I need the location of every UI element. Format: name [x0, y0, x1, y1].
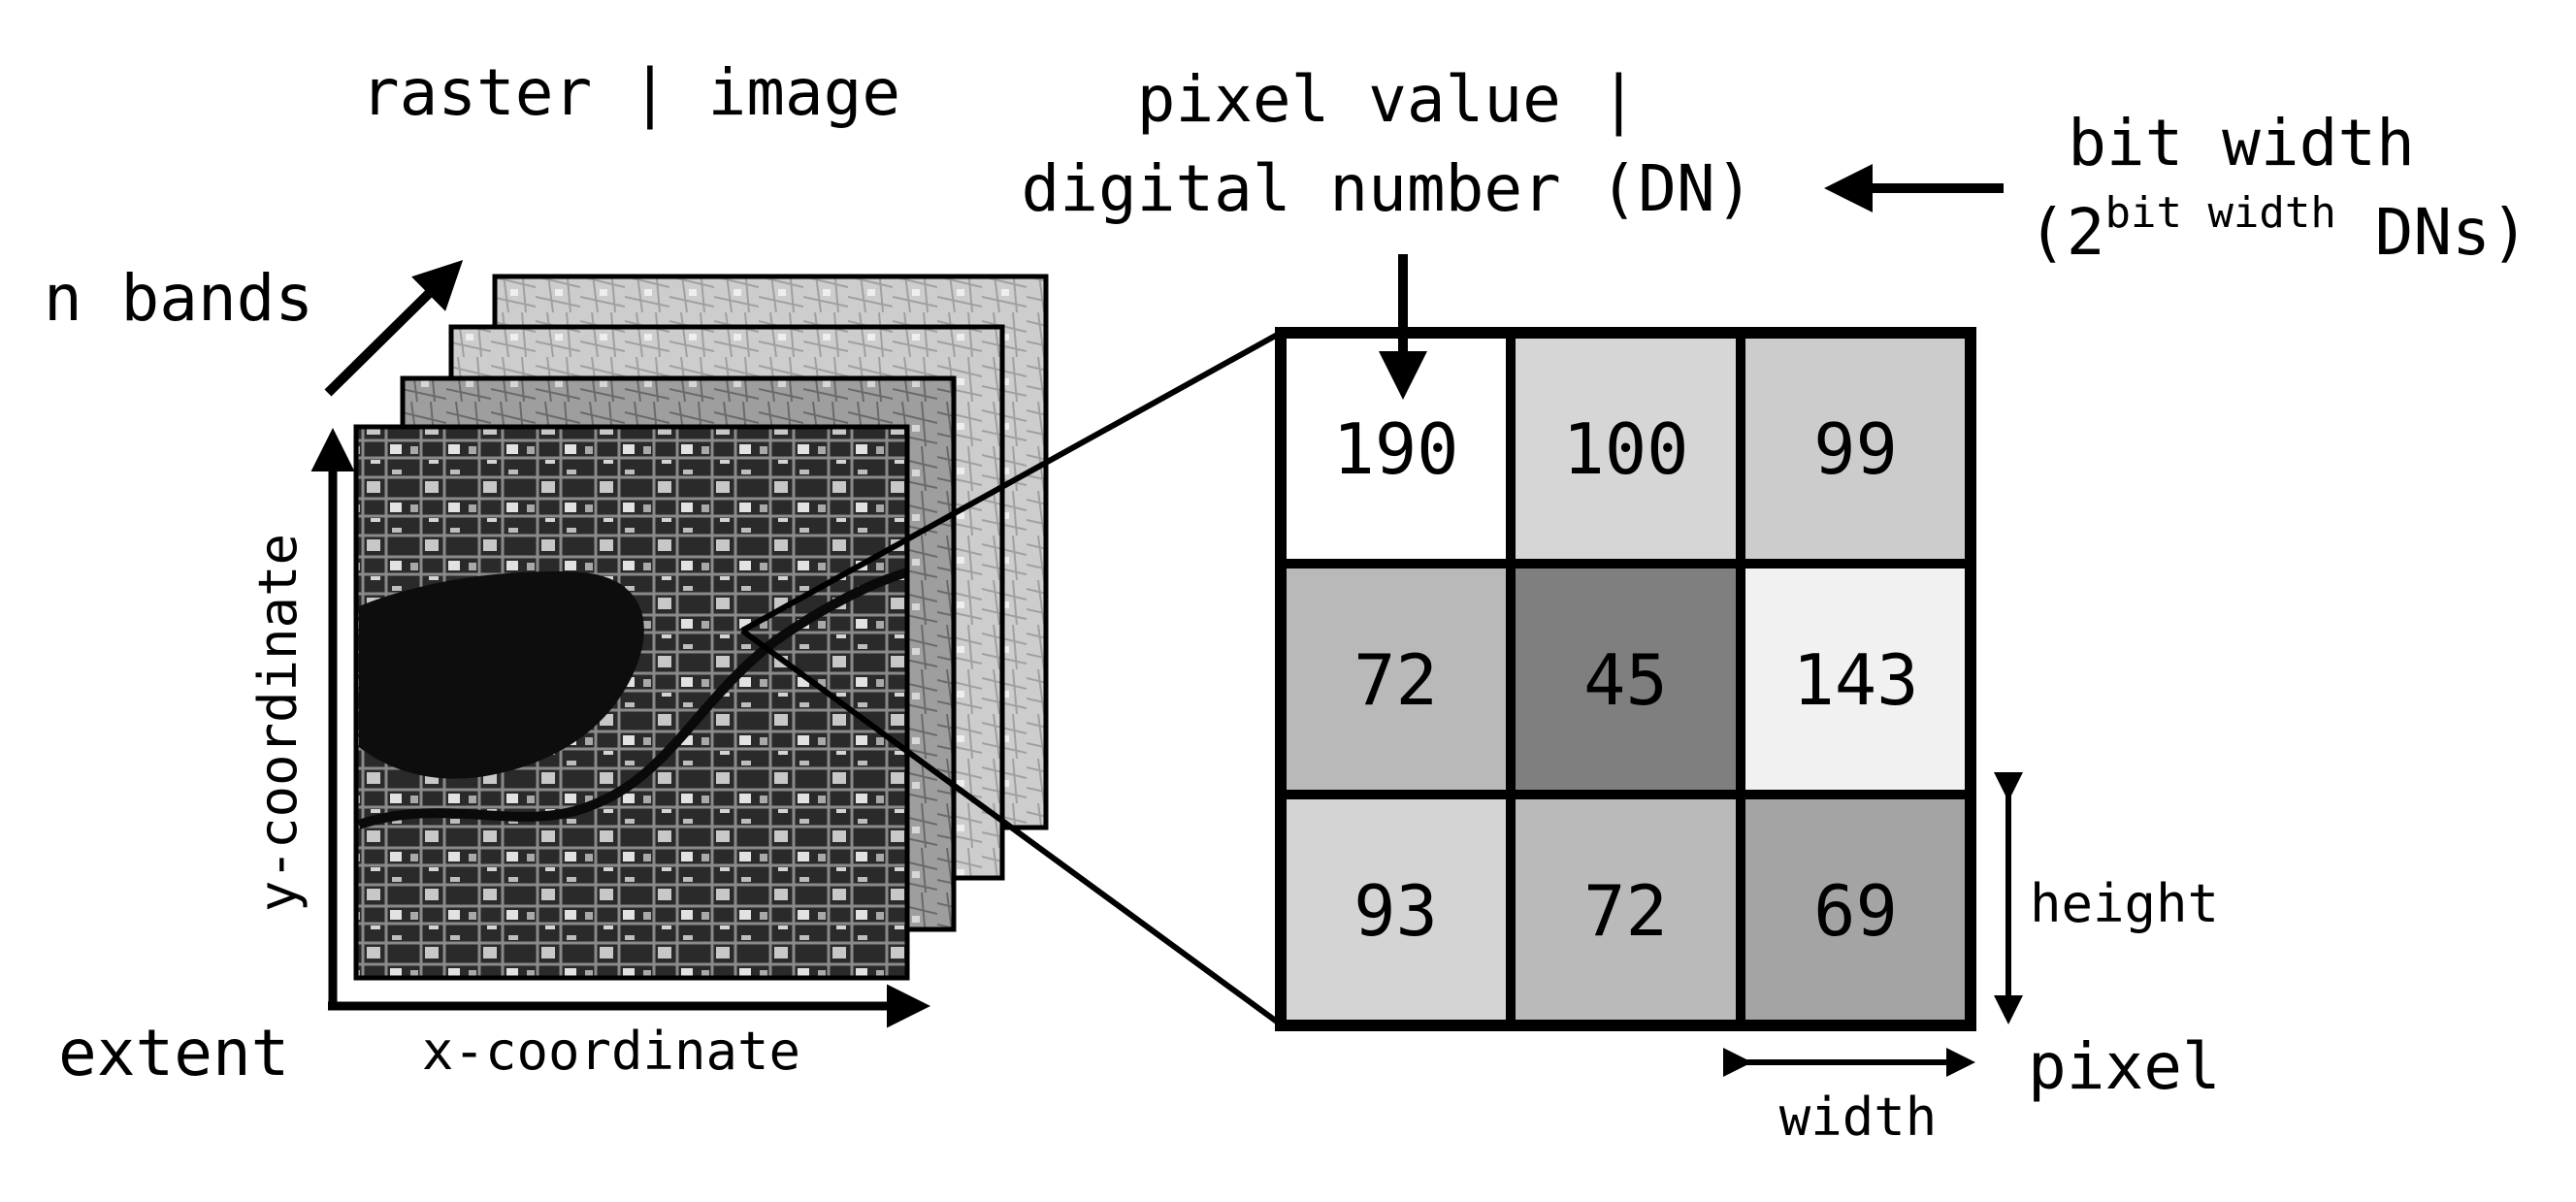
- zoom-line-bottom: [740, 628, 1283, 1027]
- band-stack: [353, 274, 1049, 981]
- dark-park-area: [359, 571, 644, 779]
- x-coordinate-label: x-coordinate: [422, 1021, 800, 1082]
- extent-label: extent: [58, 1016, 289, 1090]
- bit-width-formula-sup: bit width: [2104, 188, 2335, 238]
- pixel-value: 72: [1353, 639, 1438, 721]
- bit-width-label: bit width: [2068, 106, 2415, 180]
- pixel-value-label-line1: pixel value |: [1137, 62, 1639, 137]
- bit-width-formula: (2bit width DNs): [2028, 188, 2529, 270]
- pixel-value: 69: [1813, 870, 1898, 952]
- pixel-value-label-line2: digital number (DN): [1022, 151, 1754, 226]
- pixel-value: 143: [1792, 639, 1918, 721]
- bit-width-formula-open: (2: [2028, 195, 2104, 270]
- pixel-value: 190: [1332, 408, 1458, 490]
- raster-image-label: raster | image: [361, 55, 900, 130]
- n-bands-arrow: [324, 259, 464, 397]
- pixel-value: 93: [1353, 870, 1438, 952]
- pixel-label: pixel: [2028, 1029, 2221, 1104]
- pixel-cell: [1276, 559, 1516, 799]
- bit-width-formula-close: DNs): [2336, 195, 2529, 270]
- height-label: height: [2030, 873, 2219, 934]
- pixel-value: 100: [1562, 408, 1688, 490]
- n-bands-label: n bands: [44, 261, 313, 336]
- pixel-value: 99: [1813, 408, 1898, 490]
- river: [357, 568, 909, 829]
- width-label: width: [1779, 1087, 1938, 1148]
- pixel-cell: [1506, 790, 1745, 1030]
- y-coordinate-label: y-coordinate: [247, 534, 309, 912]
- pixel-grid-border: [1275, 327, 1976, 1031]
- pixel-value: 45: [1583, 639, 1668, 721]
- pixel-value: 72: [1583, 870, 1668, 952]
- pixel-cell: [1736, 559, 1975, 799]
- zoom-line-top: [740, 330, 1283, 633]
- band-layer-1: [353, 424, 910, 981]
- pixel-grid: 190 100 99 72 45 143 93 72 69: [1275, 327, 1976, 1031]
